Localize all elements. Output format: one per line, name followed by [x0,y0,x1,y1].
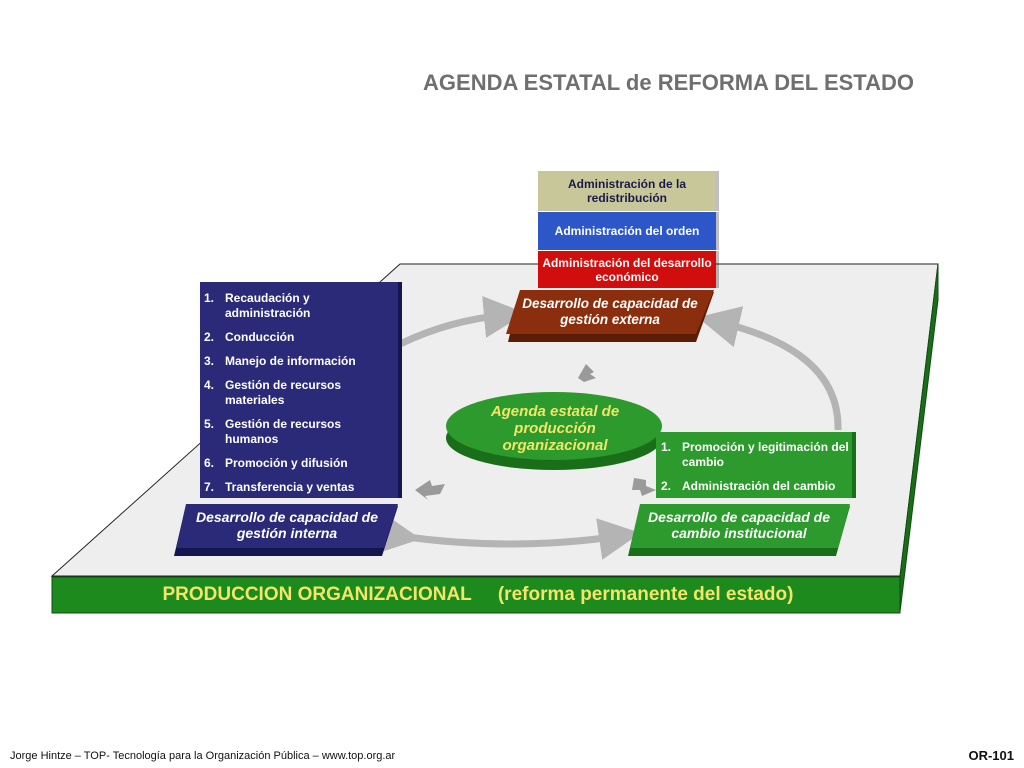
band-sub-text: (reforma permanente del estado) [497,584,794,605]
list-item: 7. Transferencia y ventas [204,480,394,495]
list-item: 5. Gestión de recursos humanos [204,417,394,447]
externa-block [506,290,714,334]
label-gestion-externa: Desarrollo de capacidad de gestión exter… [522,296,698,327]
label-cambio-institucional: Desarrollo de capacidad de cambio instit… [647,509,831,541]
arrow-center-up [578,364,596,382]
list-item-text: Conducción [225,330,295,344]
arrow-center-left [415,480,445,500]
list-item-number: 2. [661,479,672,493]
list-item-number: 1. [204,291,215,305]
list-item-text: Promoción y legitimación del cambio [682,440,849,469]
list-item: 2. Conducción [204,330,394,345]
list-item-number: 1. [661,440,672,454]
stack-redistribucion: Administración de la redistribución [538,171,716,211]
list-cambio-institucional: 1. Promoción y legitimación del cambio 2.… [661,440,851,503]
list-item-text: Gestión de recursos materiales [225,378,342,407]
interna-panel [200,282,398,498]
list-item-number: 2. [204,330,215,344]
list-item: 2. Administración del cambio [661,479,851,494]
list-item-number: 6. [204,456,215,470]
label-agenda-center: Agenda estatal de producción organizacio… [490,403,620,454]
list-item-text: Promoción y difusión [225,456,348,470]
list-item: 1. Promoción y legitimación del cambio [661,440,851,470]
list-item-number: 7. [204,480,215,494]
interna-panel-edge [398,282,402,498]
band-main-text: PRODUCCION ORGANIZACIONAL [162,584,472,605]
label-gestion-interna: Desarrollo de capacidad de gestión inter… [195,509,379,541]
interna-block [176,504,398,548]
list-item: 3. Manejo de información [204,354,394,369]
list-item: 1. Recaudación y administración [204,291,394,321]
list-item-text: Manejo de información [225,354,356,368]
cambio-panel [656,432,852,498]
list-item: 4. Gestión de recursos materiales [204,378,394,408]
cambio-block [630,504,850,548]
list-item-number: 4. [204,378,215,392]
stack-orden: Administración del orden [538,212,716,250]
arrow-interna-to-externa [398,295,526,348]
list-item-number: 5. [204,417,215,431]
list-item-text: Recaudación y administración [225,291,311,320]
list-item-text: Transferencia y ventas [225,480,355,494]
stack-desarrollo-economico: Administración del desarrollo económico [538,251,716,288]
production-band [51,576,901,614]
footer-credit: Jorge Hintze – TOP- Tecnología para la O… [10,750,396,762]
arrow-bottom-both [376,512,641,560]
list-item-text: Administración del cambio [682,479,836,493]
center-ellipse [446,392,662,460]
list-gestion-interna: 1. Recaudación y administración 2. Conducc… [204,291,394,504]
cambio-panel-edge [852,432,856,498]
arrow-cambio-to-externa [697,306,842,431]
production-band-label: PRODUCCION ORGANIZACIONAL (reforma perma… [54,584,902,606]
slide-code: OR-101 [968,748,1014,763]
list-item: 6. Promoción y difusión [204,456,394,471]
list-item-number: 3. [204,354,215,368]
arrow-center-right [632,478,656,496]
list-item-text: Gestión de recursos humanos [225,417,342,446]
page-title: AGENDA ESTATAL de REFORMA DEL ESTADO [423,70,914,95]
